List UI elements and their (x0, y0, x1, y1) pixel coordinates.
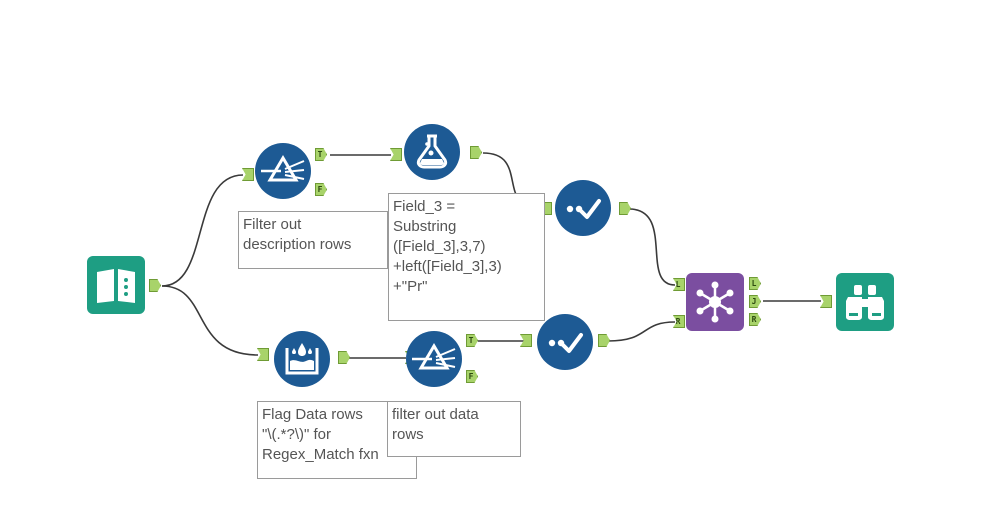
filter-prism-icon (261, 155, 305, 182)
comment-formula[interactable]: Field_3 = Substring ([Field_3],3,7) +lef… (388, 193, 545, 321)
filter-bottom-false-anchor[interactable]: F (466, 370, 478, 383)
join-right-output-anchor[interactable]: R (749, 313, 761, 326)
join-left-output-anchor[interactable]: L (749, 277, 761, 290)
wire-input-to-regex (161, 285, 259, 356)
book-icon (97, 269, 135, 303)
formula-tool[interactable] (404, 124, 460, 180)
select-tool-top[interactable] (555, 180, 611, 236)
join-tool[interactable] (686, 273, 744, 331)
water-drop-beaker-icon (285, 343, 319, 375)
select-tool-bottom[interactable] (537, 314, 593, 370)
wire-select-bottom-to-join-right (607, 321, 676, 342)
flask-icon (416, 134, 448, 169)
join-join-output-anchor[interactable]: J (749, 295, 761, 308)
regex-tool[interactable] (274, 331, 330, 387)
filter-prism-icon (412, 343, 456, 370)
checkmark-icon (566, 199, 601, 219)
select-top-output-anchor[interactable] (619, 202, 631, 215)
browse-tool[interactable] (836, 273, 894, 331)
formula-output-anchor[interactable] (470, 146, 482, 159)
comment-filter-top[interactable]: Filter out description rows (238, 211, 388, 269)
input-output-anchor[interactable] (149, 279, 161, 292)
filter-top-false-anchor[interactable]: F (315, 183, 327, 196)
comment-filter-bottom[interactable]: filter out data rows (387, 401, 521, 457)
select-bottom-output-anchor[interactable] (598, 334, 610, 347)
filter-top-true-anchor[interactable]: T (315, 148, 327, 161)
filter-bottom-true-anchor[interactable]: T (466, 334, 478, 347)
filter-tool-bottom[interactable] (406, 331, 462, 387)
network-icon (696, 281, 734, 323)
checkmark-icon (548, 333, 583, 353)
regex-output-anchor[interactable] (338, 351, 350, 364)
filter-tool-top[interactable] (255, 143, 311, 199)
wire-select-top-to-join-left (628, 208, 676, 286)
join-left-input-anchor[interactable]: L (673, 278, 685, 291)
binoculars-icon (846, 285, 884, 320)
wire-input-to-filter-top (161, 174, 244, 287)
input-data-tool[interactable] (87, 256, 145, 314)
